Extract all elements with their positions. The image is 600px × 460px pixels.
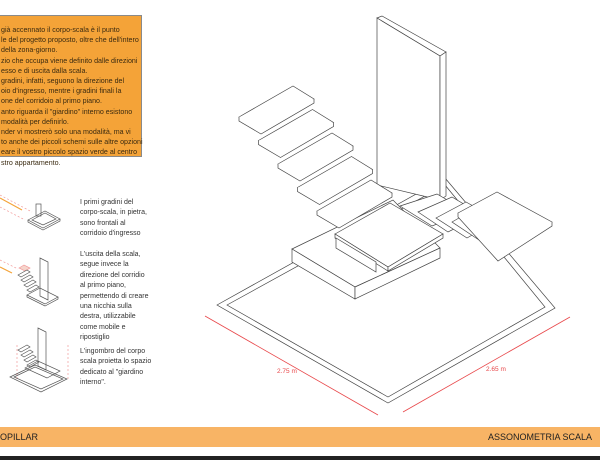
caption-line: scala proietta lo spazio (80, 358, 152, 366)
intro-line: già accennato il corpo-scala è il punto (1, 26, 120, 34)
floating-step-edge (238, 99, 315, 135)
caption-exit: L'uscita della scala, segue invece la di… (80, 250, 148, 344)
landing-block-right (354, 247, 441, 300)
dimension-label-right: 2.65 m (486, 366, 506, 373)
caption-line: corpo-scala, in pietra, (80, 209, 147, 217)
caption-line: corridoio d'ingresso (80, 230, 141, 238)
caption-line: L'ingombro del corpo (80, 348, 146, 355)
caption-garden: L'ingombro del corpo scala proietta lo s… (80, 347, 151, 389)
dimension-line-left (204, 315, 379, 416)
intro-line: stro appartamento. (1, 158, 61, 167)
intro-line: oio d'ingresso, mentre i gradini finali … (1, 87, 122, 96)
intro-line: esso e di uscita dalla scala. (1, 66, 88, 75)
caption-line: destra, utilizzabile (80, 313, 136, 321)
intro-line: one del corridoio al primo piano. (1, 97, 102, 106)
caption-line: permettendo di creare (80, 292, 149, 300)
caption-line: al primo piano, (80, 282, 126, 290)
floating-step-edge (258, 122, 334, 158)
intro-line: nder vi mostrerò solo una modalità, ma v… (1, 128, 131, 137)
dimension-label-left: 2.75 m (277, 368, 297, 375)
footer-bar: OPILLAR ASSONOMETRIA SCALA (0, 427, 600, 447)
wall-side (439, 51, 447, 201)
floating-step-edge (316, 193, 393, 229)
intro-text-box: già accennato il corpo-scala è il punto … (0, 15, 143, 167)
caption-line: ripostiglio (80, 334, 110, 342)
caption-line: dedicato al "giardino (80, 368, 144, 376)
bottom-border (0, 456, 600, 460)
intro-line: anto riguarda il "giardino" interno esis… (1, 107, 133, 116)
footer-project-name: OPILLAR (0, 432, 39, 442)
dimension-line-right (402, 316, 571, 413)
caption-line: una nicchia sulla (80, 303, 132, 311)
intro-line: eare il vostro piccolo spazio verde al c… (1, 148, 138, 157)
thumbnail-garden-footprint (9, 327, 69, 393)
floating-step-edge (297, 169, 373, 205)
intro-line: della zona-giorno. (1, 46, 58, 55)
caption-line: L'uscita della scala, (80, 251, 141, 258)
caption-line: sono frontali al (80, 219, 126, 227)
thumbnail-exit-steps (0, 257, 59, 307)
caption-entrance: I primi gradini del corpo-scala, in piet… (80, 198, 147, 240)
intro-line: to anche dei piccoli schemi sulle altre … (1, 138, 143, 147)
caption-line: segue invece la (80, 261, 129, 269)
intro-line: zio che occupa viene definito dalle dire… (1, 56, 138, 65)
intro-line: modalità per definirlo. (1, 117, 69, 126)
intro-line: le del progetto proposto, oltre che dell… (1, 36, 139, 45)
caption-line: I primi gradini del (80, 199, 134, 206)
caption-line: interno". (80, 379, 106, 387)
intro-line: gradini, infatti, seguono la direzione d… (1, 77, 125, 86)
floating-step-edge (277, 146, 354, 182)
caption-line: direzione del corridio (80, 271, 145, 279)
thumbnail-entrance-steps (0, 194, 61, 231)
caption-line: come mobile e (80, 323, 126, 331)
footer-sheet-title: ASSONOMETRIA SCALA (487, 432, 592, 442)
